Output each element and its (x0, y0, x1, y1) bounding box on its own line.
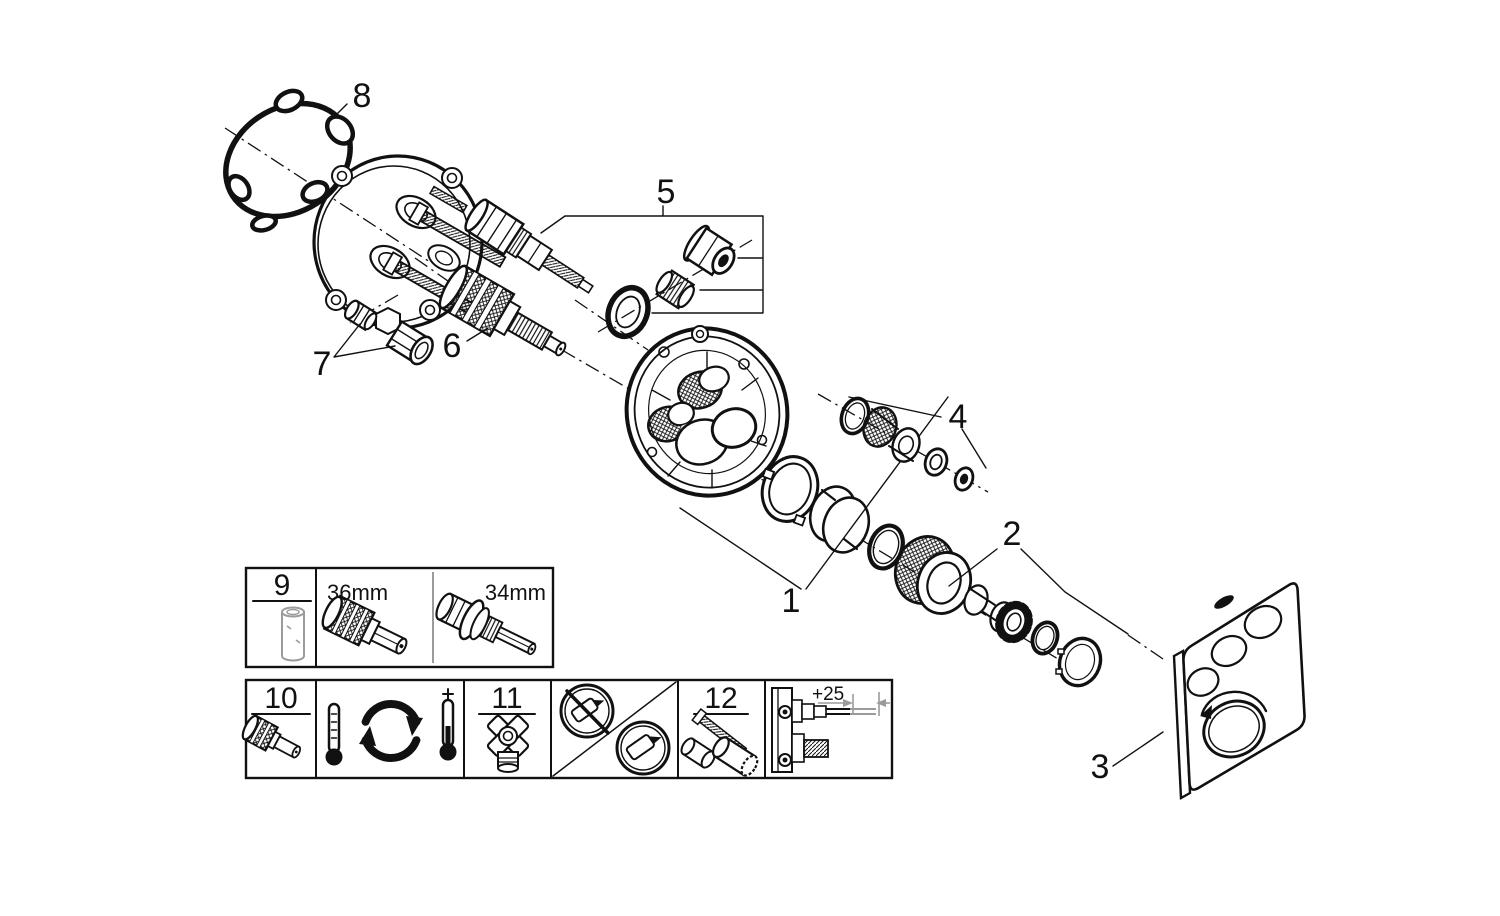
part-7-screw-plug-group: 7 (313, 299, 434, 383)
cartridge-10-icon (241, 714, 302, 759)
sleeve-9-icon (281, 606, 305, 662)
dome-cap (1055, 636, 1103, 688)
callout-9-label: 9 (274, 569, 291, 602)
knurled-ring-nut (893, 535, 973, 615)
part-3-faceplate: 3 (1091, 582, 1306, 800)
o-ring-small (1030, 620, 1060, 656)
callout-6-label: 6 (443, 327, 462, 365)
valve-body (312, 154, 507, 336)
tabbed-retainer-ring (760, 455, 820, 527)
temperature-swap-cell (325, 688, 457, 766)
part-8-gasket: 8 (223, 77, 372, 233)
cross-handle-valve-icon (486, 714, 530, 773)
part-4-small-parts-group: 4 (839, 396, 987, 492)
no-lubricant-icon (559, 683, 615, 739)
thermometer-cold-icon (325, 702, 343, 766)
cartridge-34mm-icon (435, 592, 537, 656)
callout-12-label: 12 (704, 682, 737, 715)
dimension-arrows (818, 692, 890, 716)
grohe-logo-mark (1214, 595, 1234, 609)
spacer-ring (808, 485, 871, 554)
callout-8-label: 8 (353, 77, 372, 115)
washer-disc (923, 447, 949, 477)
callout-4-label: 4 (949, 398, 968, 436)
lubricant-icon (615, 720, 671, 776)
knurled-insert (862, 406, 921, 463)
splined-coupler (655, 269, 696, 310)
label-34mm: 34mm (485, 580, 546, 605)
stop-cap (682, 224, 736, 277)
callout-10-label: 10 (264, 682, 297, 715)
thermometer-hot-icon (439, 688, 457, 761)
dimension-plus25-label: +25 (812, 684, 844, 705)
rotation-arrows-icon (359, 699, 423, 763)
mounting-plate (624, 325, 790, 498)
callout-5-bracket (540, 205, 764, 314)
callout-11-label: 11 (491, 682, 522, 715)
callout-7-label: 7 (313, 345, 332, 383)
callout-2-label: 2 (1003, 515, 1022, 553)
callout-5-label: 5 (657, 173, 676, 211)
callout-3-label: 3 (1091, 748, 1110, 786)
part-2-sleeve-group: 2 (893, 515, 1129, 688)
extension-sleeve-icon (680, 708, 759, 777)
service-info-box: 10 (241, 678, 894, 780)
valve-side-view-icon (771, 687, 876, 773)
lubricant-cell (552, 681, 677, 777)
slim-cartridge (464, 198, 594, 294)
part-6-cartridge: 6 (438, 264, 567, 365)
service-kit-box: 9 36mm 34mm (244, 566, 555, 669)
seal-ring (605, 285, 651, 339)
part-1-escutcheon-group: 1 (679, 396, 949, 620)
part-5-cartridge-group: 5 (464, 173, 764, 339)
callout-1-label: 1 (782, 582, 801, 620)
cartridge-36mm-icon (321, 594, 408, 655)
extension-25-cell: +25 (771, 684, 890, 773)
star-lock-washer (995, 600, 1033, 644)
grommet (953, 466, 975, 492)
